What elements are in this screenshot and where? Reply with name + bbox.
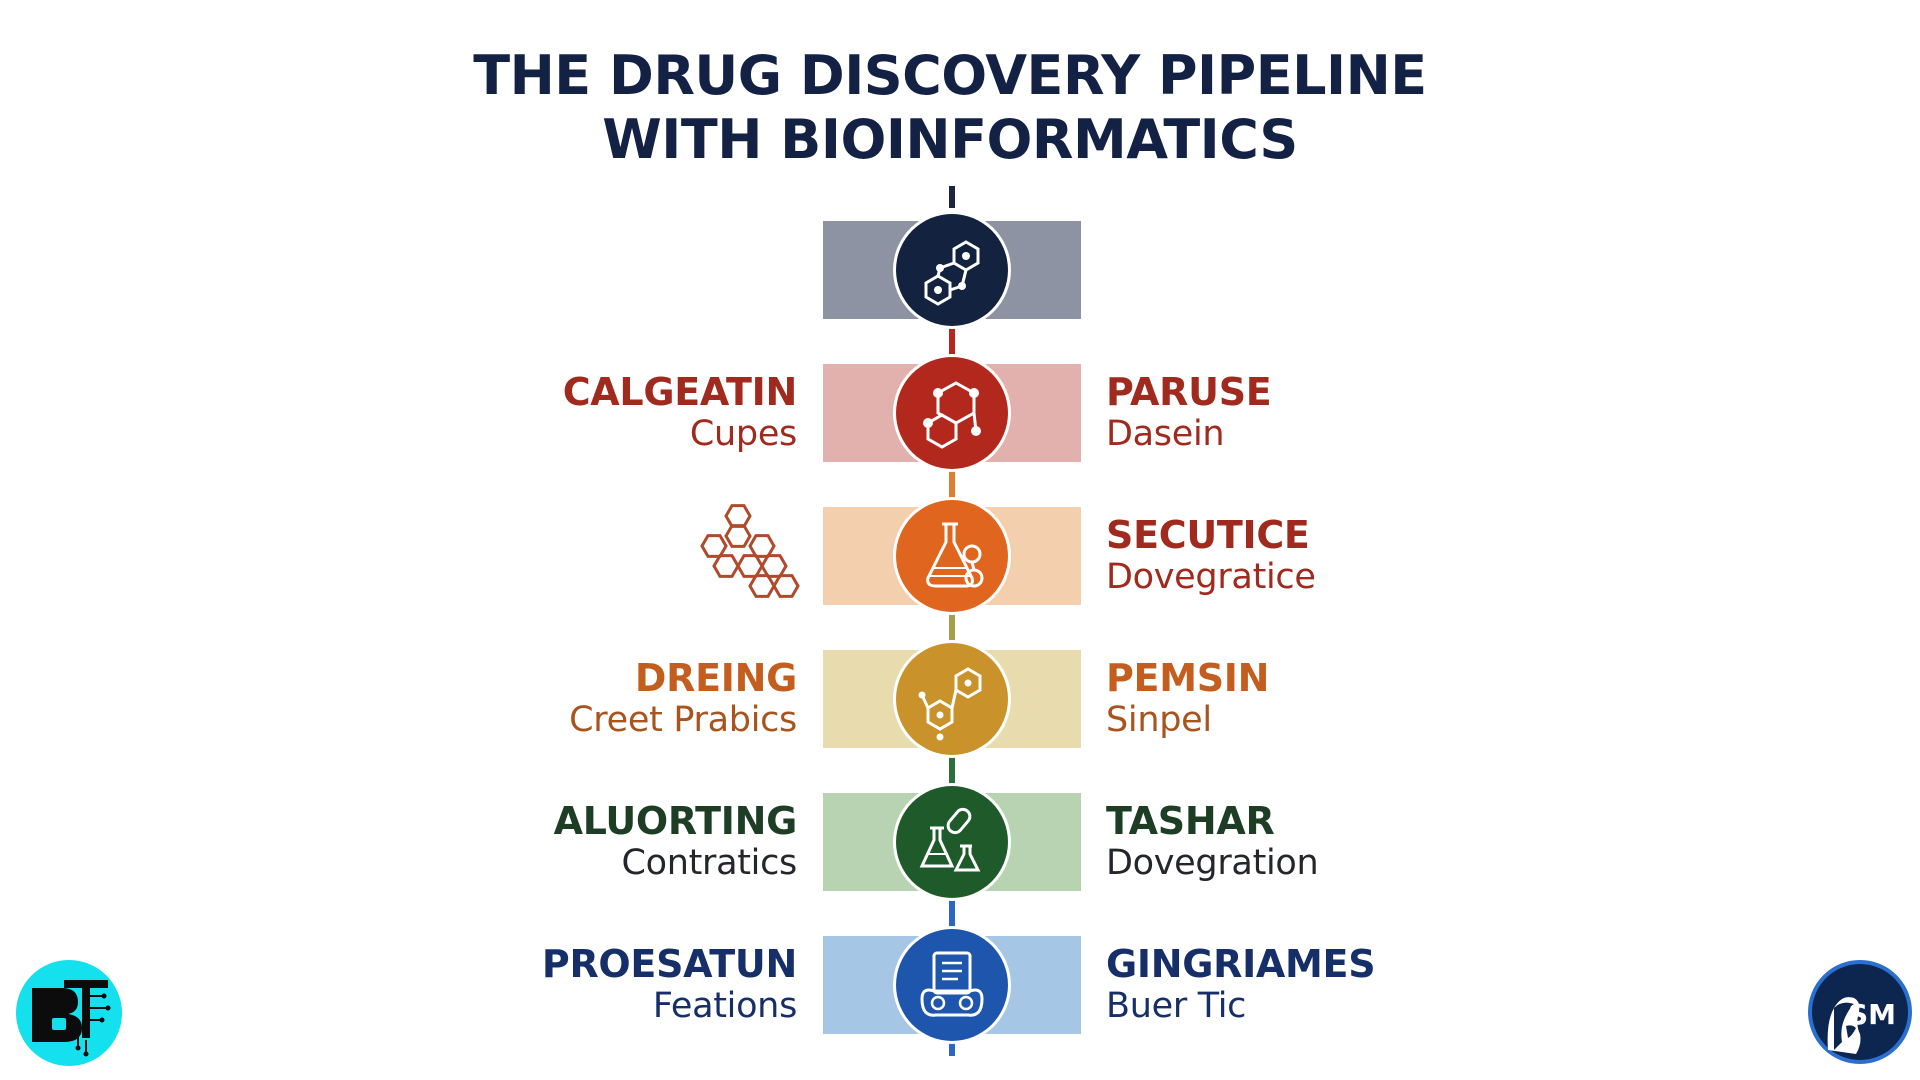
stage-circle-1 xyxy=(896,214,1008,326)
sm-logo-mark: SM xyxy=(1827,997,1896,1054)
bt-logo-mark xyxy=(32,980,111,1057)
connector-1 xyxy=(949,469,955,500)
molecular-network-icon xyxy=(923,381,981,449)
stage-description: Cupes xyxy=(689,414,797,454)
stage-description: Dasein xyxy=(1106,414,1225,454)
stage-description: Dovegration xyxy=(1106,843,1319,883)
title-line-2: WITH BIOINFORMATICS xyxy=(602,108,1298,171)
stage-name: GINGRIAMES xyxy=(1106,942,1376,986)
stage-name: CALGEATIN xyxy=(562,370,798,414)
stage-name: PROESATUN xyxy=(541,942,797,986)
lab-flasks-icon xyxy=(919,807,981,872)
connector-0 xyxy=(949,326,955,357)
stage-name: SECUTICE xyxy=(1106,513,1310,557)
stage-name: ALUORTING xyxy=(553,799,798,843)
stage-description: Creet Prabics xyxy=(569,700,797,740)
molecule-icon xyxy=(918,667,982,741)
stage-circle-2 xyxy=(896,357,1008,469)
page-title: THE DRUG DISCOVERY PIPELINE WITH BIOINFO… xyxy=(0,44,1900,172)
molecule-hexagons-icon xyxy=(924,240,980,306)
stage-description: Contratics xyxy=(621,843,797,883)
stage-description: Sinpel xyxy=(1106,700,1212,740)
stage-name: PARUSE xyxy=(1106,370,1272,414)
stage-circle-5 xyxy=(896,786,1008,898)
document-analysis-icon xyxy=(920,951,984,1017)
title-line-1: THE DRUG DISCOVERY PIPELINE xyxy=(473,44,1427,107)
connector-3 xyxy=(949,755,955,786)
connector-2 xyxy=(949,612,955,643)
flask-icon xyxy=(926,522,984,588)
stage-circle-4 xyxy=(896,643,1008,755)
stage-name: PEMSIN xyxy=(1106,656,1270,700)
stage-description: Dovegratice xyxy=(1106,557,1316,597)
connector-top xyxy=(949,186,955,208)
bt-logo xyxy=(16,960,122,1066)
connector-4 xyxy=(949,898,955,929)
stage-name: DREING xyxy=(634,656,797,700)
connector-bottom xyxy=(949,1041,955,1056)
stage-description: Feations xyxy=(652,986,797,1026)
stage-circle-6 xyxy=(896,929,1008,1041)
sm-logo: SM xyxy=(1808,960,1912,1064)
hexagon-cluster-icon xyxy=(700,504,800,598)
stage-description: Buer Tic xyxy=(1106,986,1247,1026)
sm-logo-text: SM xyxy=(1848,998,1896,1031)
stage-circle-3 xyxy=(896,500,1008,612)
stage-name: TASHAR xyxy=(1106,799,1275,843)
